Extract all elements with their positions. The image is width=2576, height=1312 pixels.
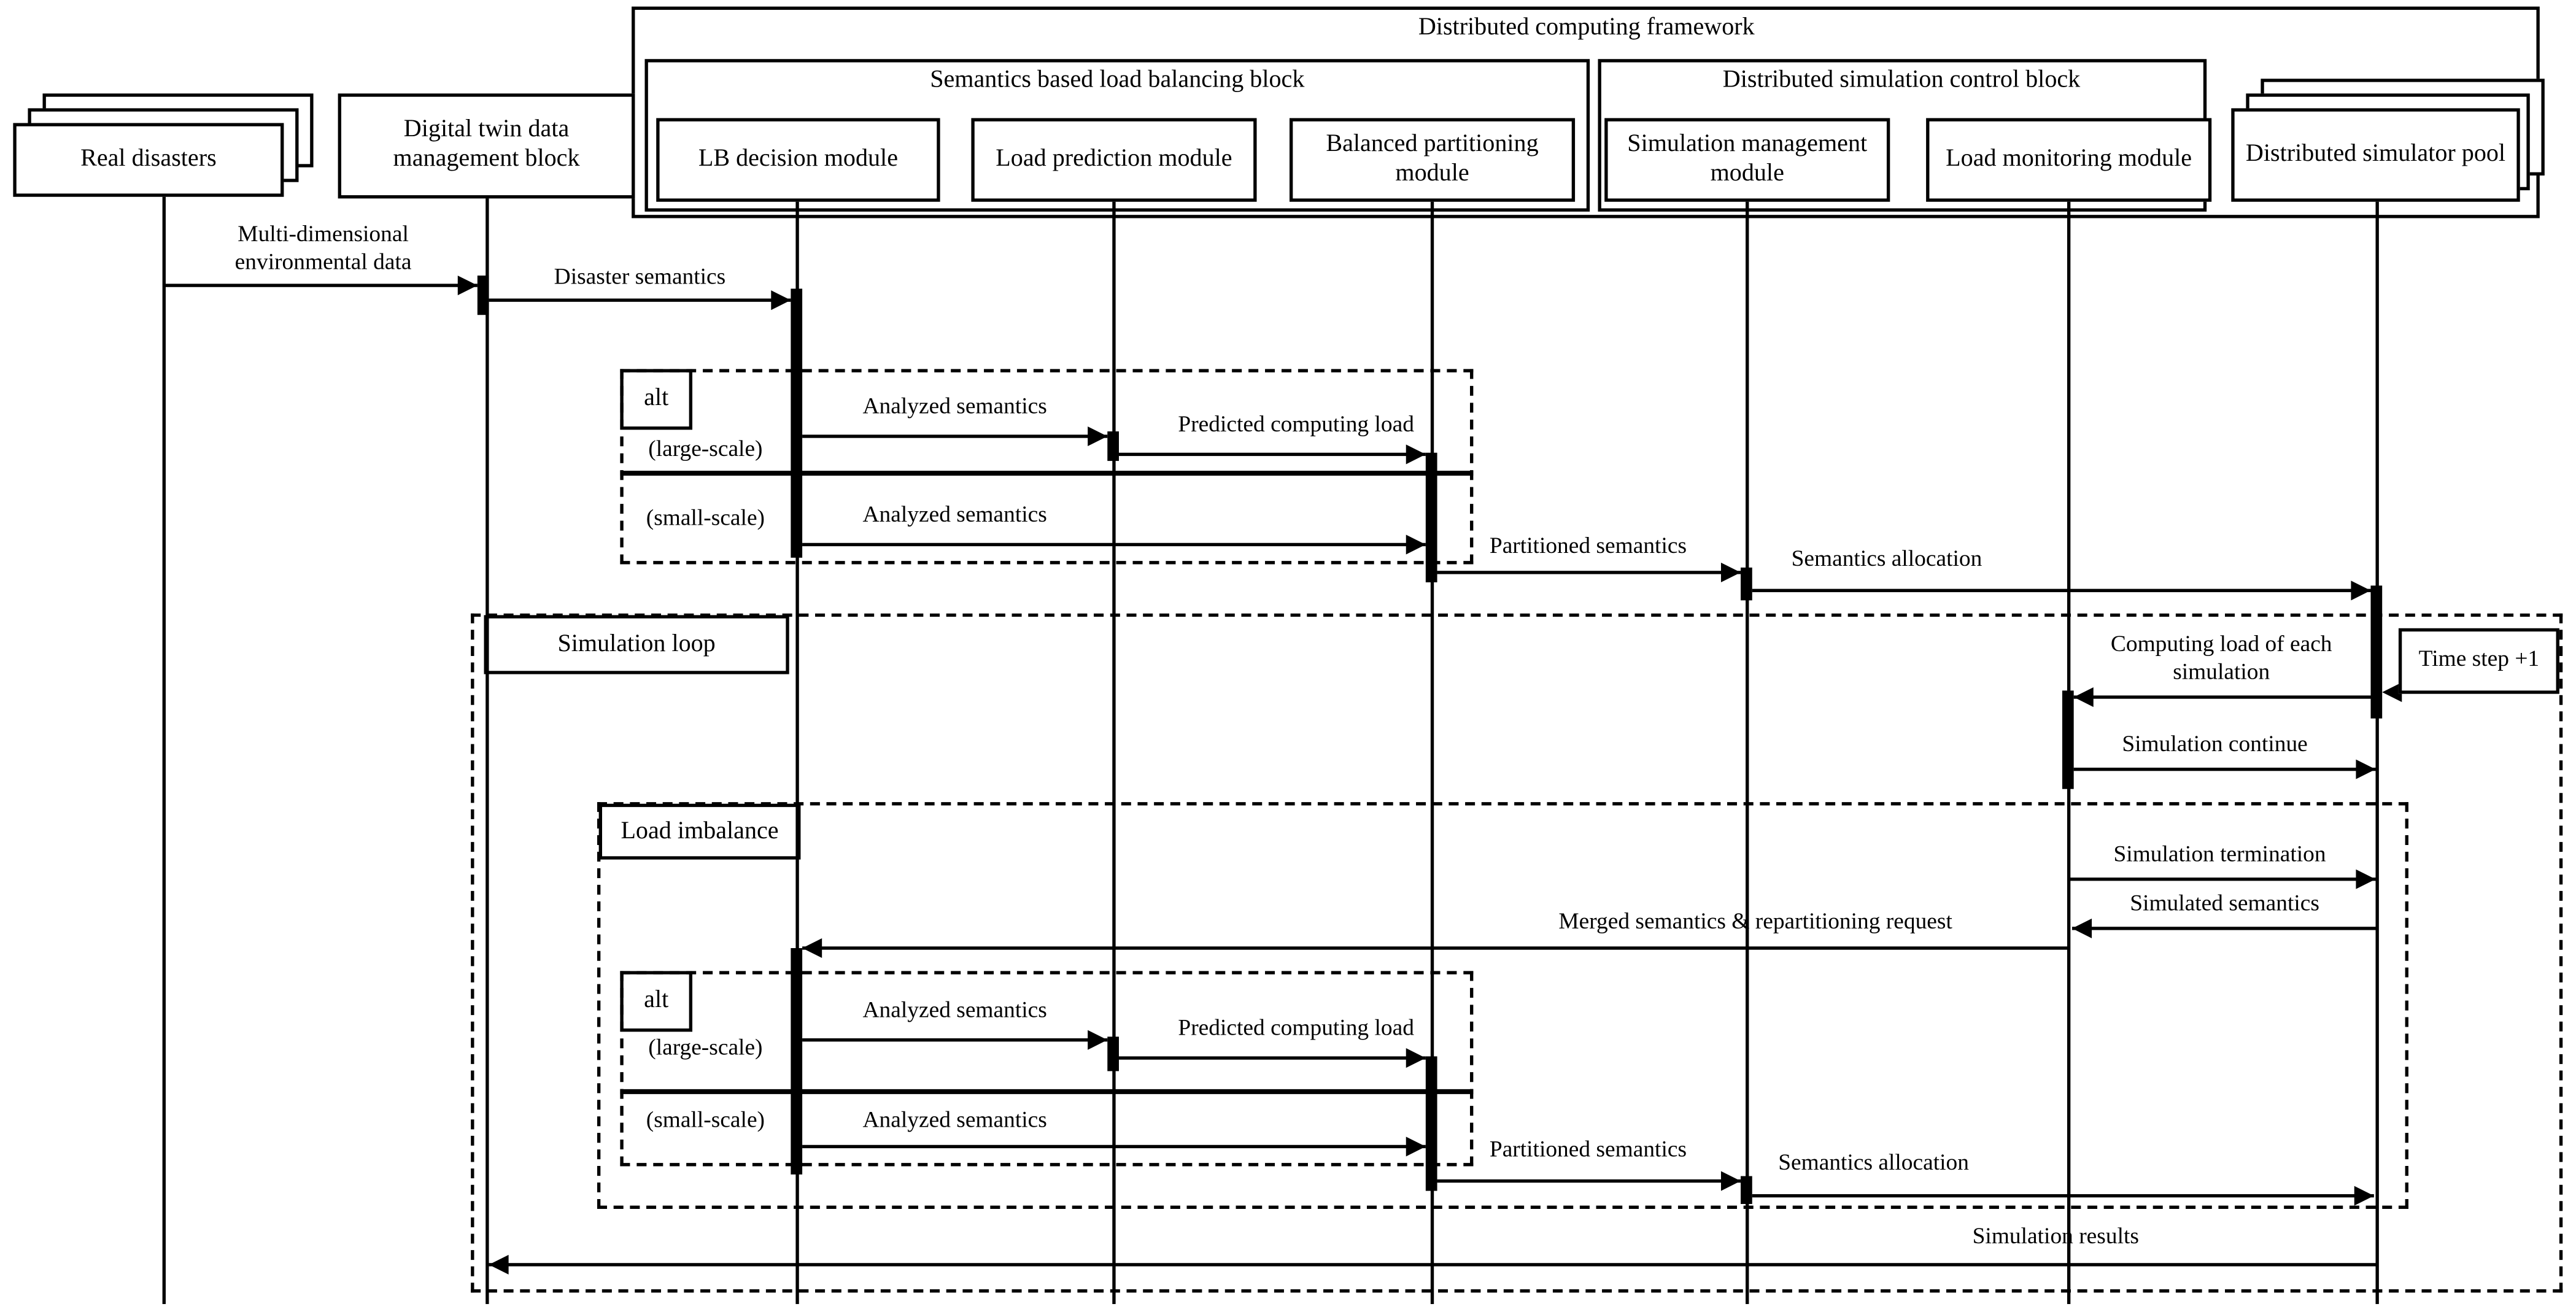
msg-merged-line bbox=[802, 946, 2069, 950]
msg-analyzed2b-label: Analyzed semantics bbox=[862, 1108, 1047, 1134]
msg-results-arrowhead bbox=[489, 1254, 509, 1275]
msg-partitioned2-line bbox=[1437, 1179, 1741, 1183]
msg-computing-load-label: Computing load of each simulation bbox=[2110, 633, 2332, 685]
msg-allocation1-label: Semantics allocation bbox=[1791, 547, 1982, 573]
lifeline-real-disasters bbox=[162, 196, 166, 1305]
msg-partitioned2-label: Partitioned semantics bbox=[1489, 1138, 1687, 1163]
msg-predicted2-line bbox=[1118, 1056, 1426, 1060]
loop-fragment-frame bbox=[471, 613, 2563, 1293]
alt2-guard-small: (small-scale) bbox=[646, 1108, 765, 1134]
msg-simulated-arrowhead bbox=[2071, 918, 2092, 938]
activation-lb-decision-1 bbox=[791, 288, 803, 558]
lifeline-balanced-partitioning bbox=[1430, 201, 1434, 1305]
msg-allocation2-label: Semantics allocation bbox=[1778, 1151, 1969, 1176]
alt1-operator-label: alt bbox=[620, 369, 693, 430]
msg-analyzed2a-line bbox=[802, 1038, 1108, 1042]
msg-partitioned1-line bbox=[1437, 571, 1741, 574]
msg-multi-env-arrowhead bbox=[457, 276, 478, 296]
time-step-box: Time step +1 bbox=[2398, 628, 2559, 694]
alt2-guard-large: (large-scale) bbox=[648, 1036, 763, 1062]
actor-lb-decision: LB decision module bbox=[656, 118, 940, 202]
lifeline-load-prediction bbox=[1112, 201, 1116, 1305]
activation-balanced-partitioning-2 bbox=[1425, 1056, 1437, 1191]
control-block-title: Distributed simulation control block bbox=[1722, 67, 2081, 94]
loop-fragment-label: Simulation loop bbox=[484, 615, 789, 674]
msg-partitioned1-label: Partitioned semantics bbox=[1489, 534, 1687, 560]
msg-sim-continue-label: Simulation continue bbox=[2122, 733, 2308, 758]
msg-disaster-line bbox=[489, 298, 791, 302]
alt2-operator-label: alt bbox=[620, 971, 693, 1032]
actor-load-prediction: Load prediction module bbox=[971, 118, 1257, 202]
msg-partitioned1-arrowhead bbox=[1720, 562, 1741, 582]
msg-predicted1-label: Predicted computing load bbox=[1178, 413, 1414, 438]
alt2-fragment-frame bbox=[620, 971, 1474, 1167]
lifeline-simulation-management bbox=[1746, 201, 1749, 1305]
msg-analyzed1a-arrowhead bbox=[1088, 426, 1108, 447]
alt1-divider bbox=[620, 471, 1474, 476]
msg-merged-arrowhead bbox=[802, 938, 822, 959]
msg-computing-load-line bbox=[2073, 695, 2371, 699]
activation-load-monitoring bbox=[2062, 690, 2074, 789]
msg-results-label: Simulation results bbox=[1972, 1225, 2139, 1250]
msg-predicted2-label: Predicted computing load bbox=[1178, 1017, 1414, 1042]
load-imbalance-fragment-label: Load imbalance bbox=[598, 803, 801, 860]
actor-simulator-pool: Distributed simulator pool bbox=[2231, 108, 2520, 202]
activation-digital-twin bbox=[477, 276, 489, 315]
msg-predicted2-arrowhead bbox=[1406, 1048, 1426, 1068]
actor-digital-twin: Digital twin data management block bbox=[338, 93, 635, 199]
msg-allocation2-arrowhead bbox=[2354, 1186, 2374, 1206]
lb-block-title: Semantics based load balancing block bbox=[930, 67, 1305, 94]
msg-analyzed1b-arrowhead bbox=[1406, 534, 1426, 555]
msg-analyzed2a-arrowhead bbox=[1088, 1030, 1108, 1050]
msg-analyzed1b-line bbox=[802, 542, 1426, 547]
activation-simulation-management-1 bbox=[1741, 567, 1752, 601]
activation-load-prediction-2 bbox=[1107, 1036, 1119, 1071]
activation-lb-decision-2 bbox=[791, 947, 803, 1175]
msg-analyzed1b-label: Analyzed semantics bbox=[862, 503, 1047, 528]
actor-real-disasters: Real disasters bbox=[13, 123, 284, 197]
msg-analyzed1a-line bbox=[802, 434, 1108, 438]
msg-disaster-arrowhead bbox=[771, 290, 791, 311]
msg-sim-continue-line bbox=[2073, 767, 2376, 771]
framework-title: Distributed computing framework bbox=[1418, 15, 1755, 41]
msg-multi-env-label: Multi-dimensional environmental data bbox=[234, 223, 412, 276]
msg-multi-env-line bbox=[164, 284, 478, 287]
msg-partitioned2-arrowhead bbox=[1720, 1171, 1741, 1191]
activation-simulator-pool bbox=[2370, 585, 2383, 719]
activation-simulation-management-2 bbox=[1741, 1176, 1752, 1204]
msg-allocation2-line bbox=[1752, 1194, 2374, 1198]
msg-merged-label: Merged semantics & repartitioning reques… bbox=[1558, 910, 1952, 935]
msg-analyzed1a-label: Analyzed semantics bbox=[862, 395, 1047, 420]
actor-load-monitoring: Load monitoring module bbox=[1926, 118, 2212, 202]
msg-analyzed2a-label: Analyzed semantics bbox=[862, 998, 1047, 1024]
msg-analyzed2b-line bbox=[802, 1144, 1426, 1149]
msg-sim-termination-arrowhead bbox=[2356, 869, 2376, 889]
msg-sim-continue-arrowhead bbox=[2356, 759, 2376, 779]
msg-results-line bbox=[489, 1263, 2378, 1267]
msg-disaster-label: Disaster semantics bbox=[554, 266, 726, 291]
msg-allocation1-arrowhead bbox=[2351, 581, 2371, 601]
lifeline-simulator-pool bbox=[2375, 201, 2379, 1305]
actor-simulation-management: Simulation management module bbox=[1604, 118, 1890, 202]
lifeline-digital-twin bbox=[485, 198, 489, 1305]
msg-computing-load-arrowhead bbox=[2073, 687, 2094, 708]
msg-simulated-label: Simulated semantics bbox=[2130, 892, 2319, 917]
alt1-fragment-frame bbox=[620, 369, 1474, 565]
alt2-divider bbox=[620, 1089, 1474, 1094]
actor-balanced-partitioning: Balanced partitioning module bbox=[1289, 118, 1576, 202]
msg-sim-termination-line bbox=[2068, 878, 2376, 881]
msg-allocation1-line bbox=[1752, 588, 2371, 592]
msg-sim-termination-label: Simulation termination bbox=[2113, 843, 2326, 868]
msg-analyzed2b-arrowhead bbox=[1406, 1136, 1426, 1157]
alt1-guard-small: (small-scale) bbox=[646, 506, 765, 532]
alt1-guard-large: (large-scale) bbox=[648, 438, 763, 463]
activation-load-prediction-1 bbox=[1107, 431, 1119, 461]
lifeline-lb-decision bbox=[795, 201, 799, 1305]
msg-predicted1-line bbox=[1118, 452, 1426, 457]
msg-predicted1-arrowhead bbox=[1406, 444, 1426, 465]
load-imbalance-fragment-frame bbox=[597, 802, 2408, 1210]
msg-simulated-line bbox=[2071, 927, 2376, 930]
activation-balanced-partitioning-1 bbox=[1425, 452, 1437, 582]
